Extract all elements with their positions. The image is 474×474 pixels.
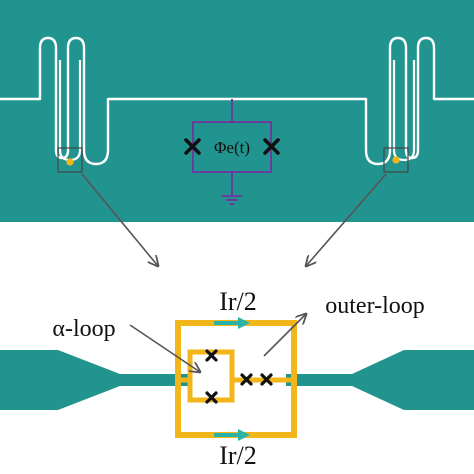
left-squid-dot — [66, 158, 74, 166]
josephson-junction-cross-icon — [240, 373, 253, 386]
right-inner-resonator — [392, 60, 416, 162]
alpha-loop — [178, 349, 294, 403]
tapered-line-left — [0, 350, 188, 410]
josephson-junction-cross-icon — [205, 349, 218, 362]
josephson-junction-cross-icon — [260, 373, 273, 386]
left-zoom-marker — [57, 147, 83, 173]
tapered-line-right — [286, 350, 474, 410]
right-squid-dot — [392, 156, 400, 164]
outer-loop-pointer — [263, 314, 306, 357]
current-direction-arrow-icon — [214, 429, 250, 441]
alpha-loop-pointer — [129, 324, 200, 372]
ground-icon — [222, 195, 242, 205]
josephson-junction-cross-icon — [205, 391, 218, 404]
left-zoom-arrow — [81, 173, 158, 266]
josephson-junction-cross-icon — [184, 138, 201, 155]
current-direction-arrow-icon — [214, 317, 250, 329]
current-label-top: Ir/2 — [219, 287, 257, 316]
josephson-junction-cross-icon — [263, 138, 280, 155]
alpha-loop-label: α-loop — [52, 316, 115, 342]
right-zoom-arrow — [306, 173, 387, 266]
chip-substrate — [0, 0, 474, 222]
current-label-bottom: Ir/2 — [219, 441, 257, 470]
right-zoom-marker — [383, 147, 409, 173]
outer-loop-label: outer-loop — [325, 293, 425, 319]
flux-label: Φe(t) — [214, 138, 250, 157]
